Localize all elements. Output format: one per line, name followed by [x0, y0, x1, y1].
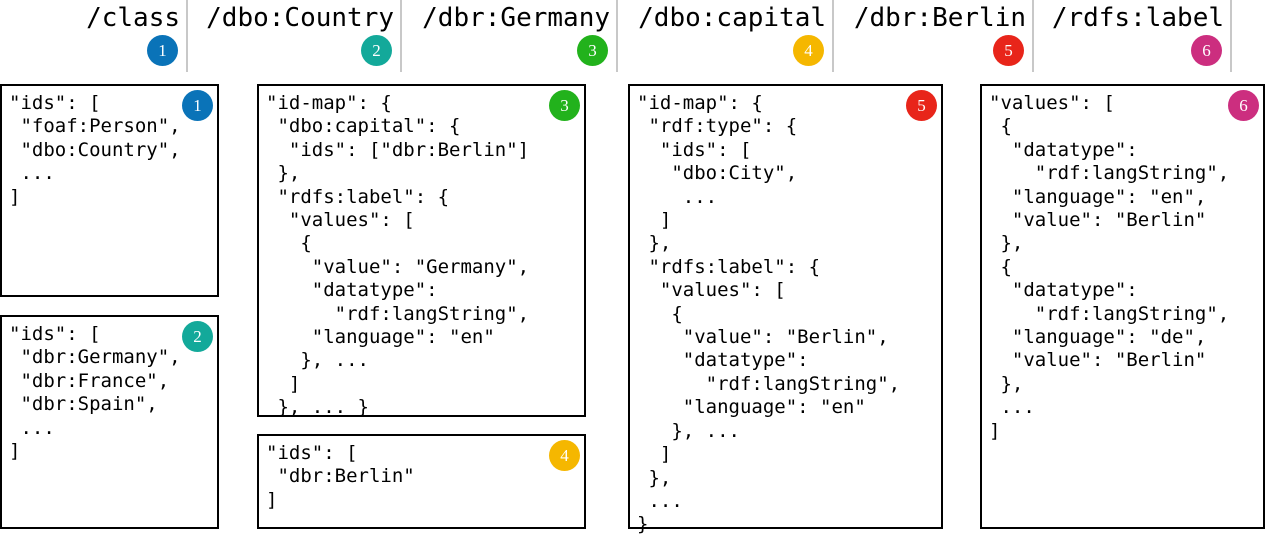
path-segment-country: /dbo:Country 2 — [188, 0, 402, 72]
path-segment-class: /class 1 — [60, 0, 188, 72]
json-code: "id-map": { "rdf:type": { "ids": [ "dbo:… — [637, 92, 901, 536]
path-segment-label: /dbo:Country — [206, 3, 394, 33]
json-box-germany: 3 "id-map": { "dbo:capital": { "ids": ["… — [257, 84, 586, 419]
number-badge: 1 — [182, 90, 213, 121]
json-code: "ids": [ "foaf:Person", "dbo:Country", .… — [9, 92, 181, 208]
path-segment-germany: /dbr:Germany 3 — [402, 0, 618, 72]
path-segment-capital: /dbo:capital 4 — [618, 0, 834, 72]
number-badge: 1 — [147, 35, 178, 66]
number-badge: 2 — [182, 321, 213, 352]
json-box-capital: 4 "ids": [ "dbr:Berlin" ] — [257, 434, 586, 529]
number-badge: 3 — [577, 35, 608, 66]
json-box-label: 6 "values": [ { "datatype": "rdf:langStr… — [980, 84, 1265, 529]
number-badge: 4 — [549, 440, 580, 471]
json-code: "id-map": { "dbo:capital": { "ids": ["db… — [266, 92, 530, 419]
number-badge: 6 — [1228, 90, 1259, 121]
path-segment-label: /class — [86, 3, 180, 33]
json-code: "values": [ { "datatype": "rdf:langStrin… — [989, 92, 1230, 442]
number-badge: 5 — [993, 35, 1024, 66]
json-box-class: 1 "ids": [ "foaf:Person", "dbo:Country",… — [0, 84, 219, 297]
json-code: "ids": [ "dbr:Berlin" ] — [266, 442, 415, 511]
path-segment-berlin: /dbr:Berlin 5 — [834, 0, 1034, 72]
path-segment-label: /rdfs:label — [1051, 3, 1224, 33]
json-box-country: 2 "ids": [ "dbr:Germany", "dbr:France", … — [0, 315, 219, 529]
path-segment-label: /dbr:Germany — [422, 3, 610, 33]
json-box-berlin: 5 "id-map": { "rdf:type": { "ids": [ "db… — [628, 84, 943, 535]
json-code: "ids": [ "dbr:Germany", "dbr:France", "d… — [9, 323, 181, 463]
path-segment-label: /dbo:capital — [638, 3, 826, 33]
number-badge: 2 — [361, 35, 392, 66]
number-badge: 6 — [1191, 35, 1222, 66]
number-badge: 3 — [549, 90, 580, 121]
path-segment-label: /dbr:Berlin — [853, 3, 1026, 33]
number-badge: 5 — [906, 90, 937, 121]
number-badge: 4 — [793, 35, 824, 66]
path-segment-label: /rdfs:label 6 — [1034, 0, 1232, 72]
